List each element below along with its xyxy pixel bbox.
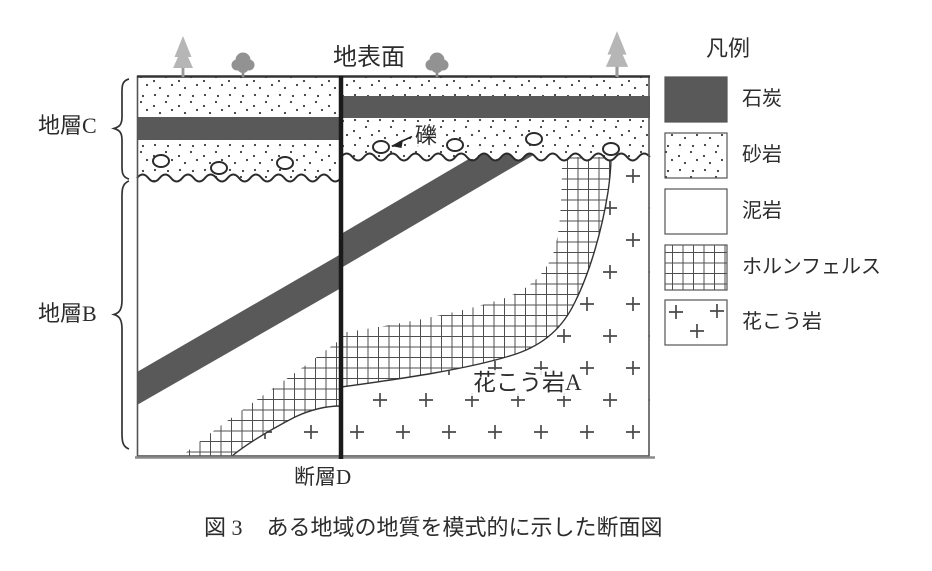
gravel-pebbles-right xyxy=(372,132,620,156)
coal-layer-right xyxy=(341,96,650,118)
stratum-c-label: 地層C xyxy=(38,113,97,138)
surface-label: 地表面 xyxy=(333,45,405,71)
left-fault-block xyxy=(136,76,342,462)
legend-label-coal: 石炭 xyxy=(742,88,782,110)
fault-label: 断層D xyxy=(294,465,352,489)
coal-seam-band-right xyxy=(341,153,537,268)
hornfels-region-left xyxy=(182,339,341,456)
granite-region-left xyxy=(232,406,341,456)
coal-layer-left xyxy=(137,117,341,140)
granite-contact-line-left xyxy=(231,405,341,457)
stratum-c-brace xyxy=(111,78,130,180)
legend-label-hornfels: ホルンフェルス xyxy=(742,256,881,278)
pine-tree-icon xyxy=(605,31,629,77)
round-tree-icon xyxy=(231,52,255,77)
stratum-b-brace xyxy=(111,180,130,450)
gravel-ellipse xyxy=(152,154,170,168)
arrowhead-icon xyxy=(391,139,403,148)
legend-swatch-sandstone xyxy=(664,132,728,179)
legend-label-sandstone: 砂岩 xyxy=(742,144,782,166)
gravel-ellipse xyxy=(525,132,543,146)
figure-caption-text: ある地域の地質を模式的に示した断面図 xyxy=(266,515,663,540)
figure-caption-number: 図 3 xyxy=(204,515,243,540)
gravel-ellipse xyxy=(602,142,620,156)
legend-title: 凡例 xyxy=(706,36,751,61)
legend-swatch-granite xyxy=(664,299,728,346)
legend-swatch-mudstone xyxy=(664,188,728,235)
unconformity-wavy-line-left xyxy=(136,173,342,183)
gravel-arrow xyxy=(391,135,413,148)
gravel-ellipse xyxy=(276,156,294,170)
pine-tree-icon xyxy=(173,36,193,77)
right-fault-block xyxy=(340,76,651,462)
gravel-ellipse xyxy=(446,138,464,152)
round-tree-icon xyxy=(425,52,449,77)
stratum-b-label: 地層B xyxy=(38,301,97,326)
legend-swatch-coal xyxy=(664,76,728,123)
legend-label-granite: 花こう岩 xyxy=(742,311,822,333)
figure-caption: 図 3 ある地域の地質を模式的に示した断面図 xyxy=(204,510,663,542)
legend-label-mudstone: 泥岩 xyxy=(742,200,782,222)
gravel-ellipse xyxy=(210,161,228,175)
coal-seam-band-left xyxy=(137,254,341,405)
gravel-ellipse xyxy=(372,140,390,154)
unconformity-wavy-line-right xyxy=(340,152,651,162)
gravel-pebbles-left xyxy=(152,154,294,175)
granite-contact-line-right xyxy=(341,156,612,388)
legend-swatches xyxy=(664,76,728,346)
granite-body-label: 花こう岩A xyxy=(471,370,584,397)
hornfels-region-right xyxy=(341,157,611,387)
legend-swatch-hornfels xyxy=(664,244,728,291)
gravel-label: 礫 xyxy=(413,123,440,149)
